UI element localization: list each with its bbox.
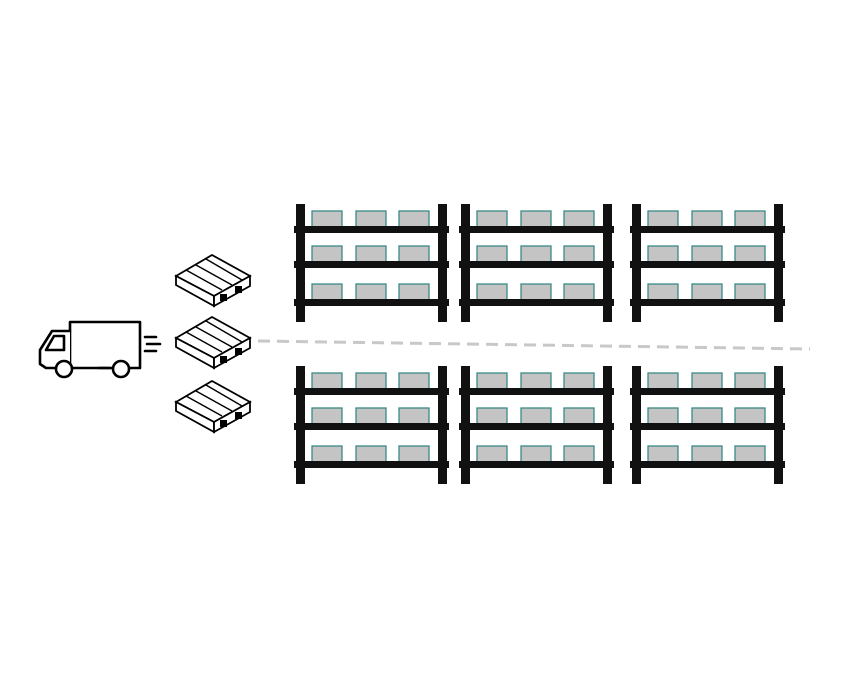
shelf-beam [630, 461, 785, 468]
storage-box [734, 245, 766, 264]
storage-box [563, 372, 595, 391]
storage-box [520, 210, 552, 229]
storage-box [520, 283, 552, 302]
storage-box [520, 245, 552, 264]
storage-box [398, 283, 430, 302]
rack-post [461, 204, 470, 322]
storage-box [647, 283, 679, 302]
motion-lines-icon [143, 335, 162, 353]
shelf-beam [630, 423, 785, 430]
storage-box [520, 407, 552, 426]
rack-post [603, 204, 612, 322]
pallet-icon [174, 379, 252, 434]
rack-grid [294, 204, 785, 484]
storage-box [691, 372, 723, 391]
storage-box [355, 372, 387, 391]
storage-box [647, 245, 679, 264]
storage-box [647, 407, 679, 426]
storage-box [734, 283, 766, 302]
storage-box [734, 445, 766, 464]
storage-box [311, 283, 343, 302]
storage-box [476, 407, 508, 426]
storage-box [476, 210, 508, 229]
aisle-dashed-line [257, 339, 811, 351]
storage-rack [294, 204, 449, 322]
storage-box [520, 445, 552, 464]
storage-box [311, 445, 343, 464]
storage-box [311, 210, 343, 229]
storage-box [476, 245, 508, 264]
storage-box [691, 407, 723, 426]
storage-box [311, 407, 343, 426]
storage-box [563, 445, 595, 464]
rack-post [296, 366, 305, 484]
storage-rack [630, 204, 785, 322]
pallet-icon [174, 315, 252, 370]
storage-box [398, 372, 430, 391]
shelf-beam [294, 461, 449, 468]
rack-post [603, 366, 612, 484]
storage-box [476, 283, 508, 302]
rack-post [774, 204, 783, 322]
shelf-beam [294, 423, 449, 430]
storage-box [734, 372, 766, 391]
delivery-truck-icon [38, 320, 162, 379]
shelf-beam [630, 299, 785, 306]
shelf-beam [294, 261, 449, 268]
storage-rack [459, 366, 614, 484]
storage-box [647, 210, 679, 229]
storage-box [691, 445, 723, 464]
storage-box [734, 210, 766, 229]
storage-box [647, 372, 679, 391]
shelf-beam [630, 261, 785, 268]
shelf-beam [459, 423, 614, 430]
rack-post [632, 366, 641, 484]
rack-post [774, 366, 783, 484]
storage-box [398, 445, 430, 464]
storage-box [355, 210, 387, 229]
shelf-beam [459, 261, 614, 268]
shelf-beam [459, 461, 614, 468]
rack-post [438, 366, 447, 484]
storage-box [563, 407, 595, 426]
shelf-beam [294, 299, 449, 306]
storage-box [311, 372, 343, 391]
shelf-beam [294, 388, 449, 395]
storage-box [476, 372, 508, 391]
storage-rack [294, 366, 449, 484]
storage-box [311, 245, 343, 264]
shelf-beam [459, 299, 614, 306]
storage-box [355, 445, 387, 464]
shelf-beam [459, 388, 614, 395]
storage-box [691, 245, 723, 264]
rack-post [632, 204, 641, 322]
shelf-beam [294, 226, 449, 233]
pallet-icon [174, 253, 252, 308]
rack-post [438, 204, 447, 322]
rack-post [461, 366, 470, 484]
storage-box [691, 210, 723, 229]
storage-box [563, 283, 595, 302]
storage-box [398, 407, 430, 426]
storage-box [476, 445, 508, 464]
storage-box [563, 245, 595, 264]
storage-box [734, 407, 766, 426]
shelf-beam [630, 388, 785, 395]
storage-box [691, 283, 723, 302]
storage-box [355, 283, 387, 302]
storage-box [563, 210, 595, 229]
storage-box [398, 210, 430, 229]
storage-box [355, 245, 387, 264]
storage-box [398, 245, 430, 264]
shelf-beam [630, 226, 785, 233]
storage-box [355, 407, 387, 426]
storage-rack [630, 366, 785, 484]
pallet-stack [174, 253, 252, 434]
storage-rack [459, 204, 614, 322]
storage-box [647, 445, 679, 464]
storage-box [520, 372, 552, 391]
rack-post [296, 204, 305, 322]
shelf-beam [459, 226, 614, 233]
